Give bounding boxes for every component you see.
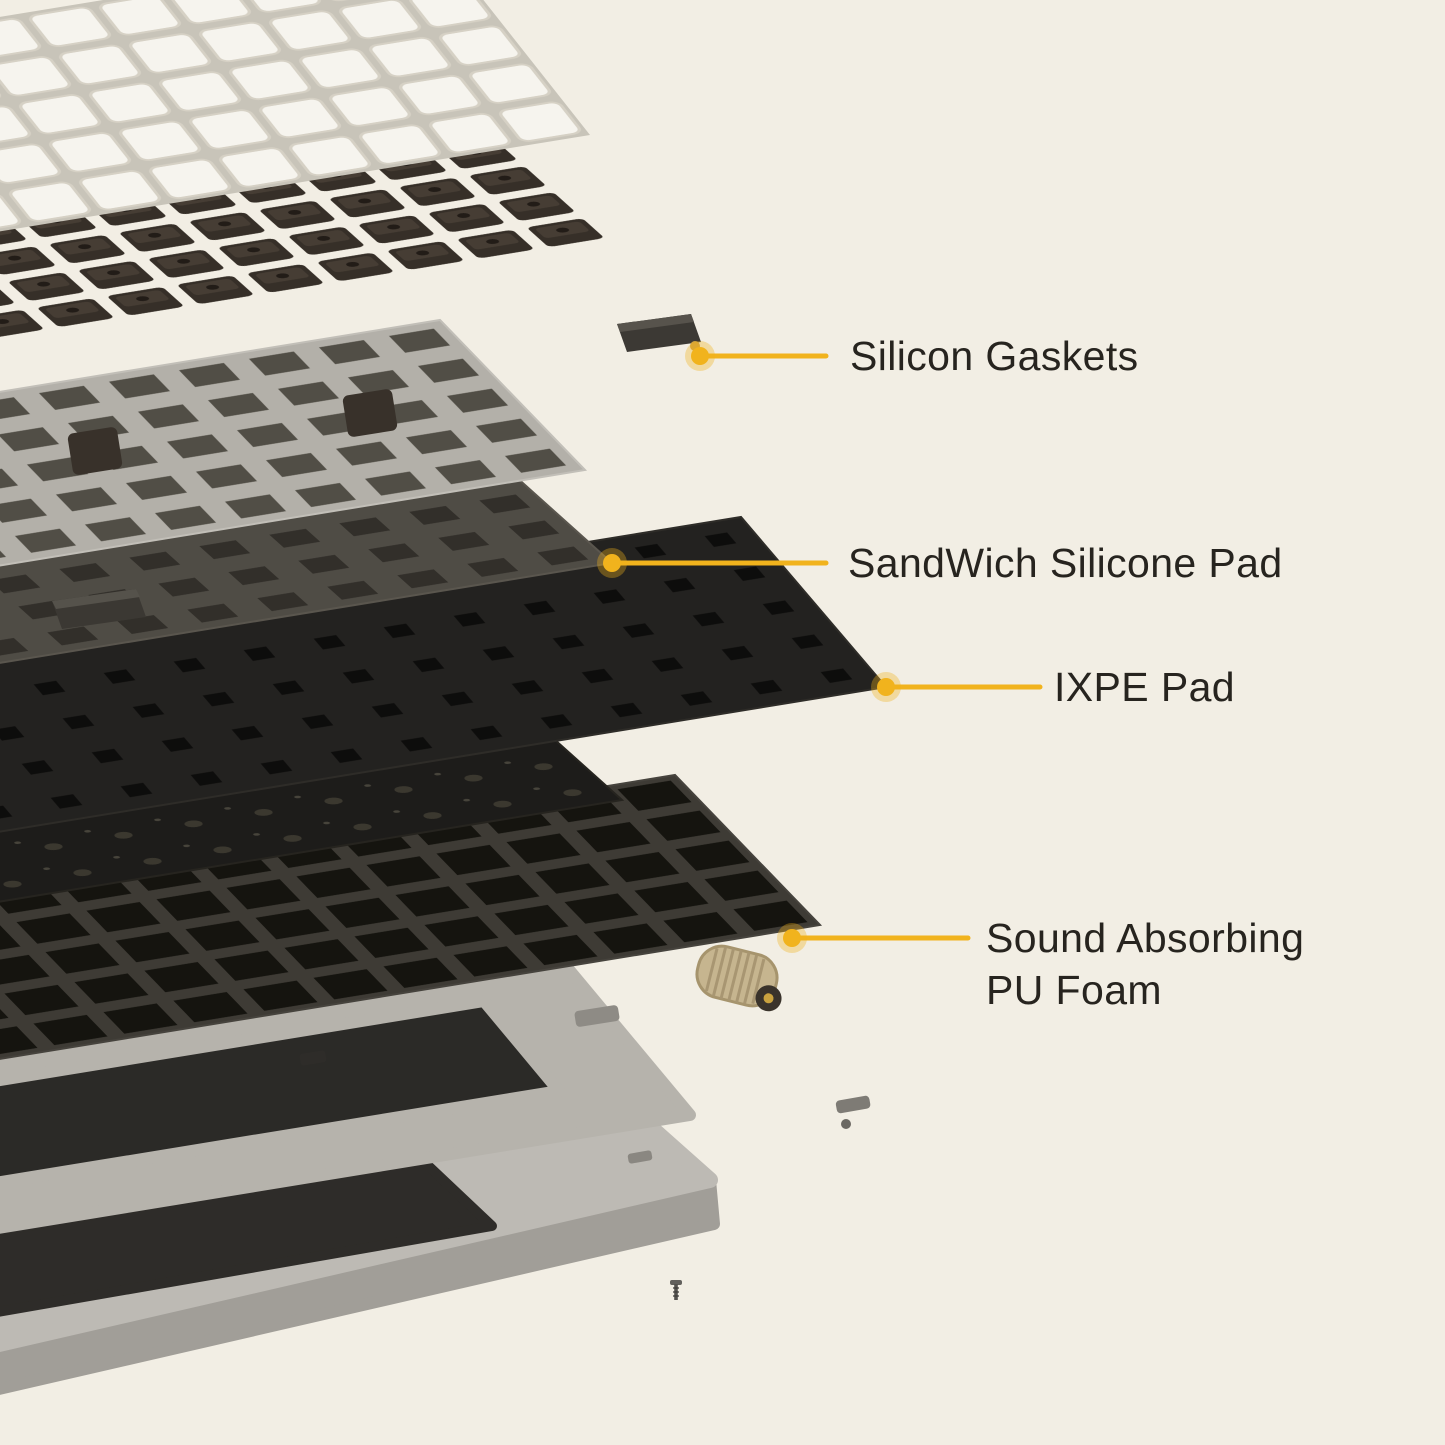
callout-silicon-gaskets	[685, 341, 829, 371]
callout-label-silicon-gaskets: Silicon Gaskets	[850, 333, 1139, 379]
silicon-gasket-piece	[617, 314, 701, 352]
stabilizer-part	[627, 1095, 871, 1164]
gasket-piece-left	[52, 589, 146, 629]
callout-label-sandwich-silicone-pad: SandWich Silicone Pad	[848, 540, 1283, 586]
plate-mounted-switch	[67, 427, 123, 475]
pu-foam-cylinder	[695, 944, 782, 1012]
mounting-plate-layer	[0, 318, 588, 567]
callout-dot	[603, 554, 621, 572]
frame-port	[299, 1050, 327, 1066]
callout-dot	[877, 678, 895, 696]
callout-sandwich-silicone-pad	[597, 548, 829, 578]
callout-pu-foam	[777, 923, 971, 953]
callout-dot	[691, 347, 709, 365]
callout-label-pu-foam: Sound Absorbing PU Foam	[986, 915, 1305, 1013]
plate-mounted-switch	[342, 389, 398, 437]
keycaps-layer	[0, 0, 590, 232]
frame-connector	[574, 1005, 620, 1027]
callout-ixpe-pad	[871, 672, 1043, 702]
screw	[670, 1280, 682, 1300]
callout-label-ixpe-pad: IXPE Pad	[1054, 664, 1235, 710]
callout-dot	[783, 929, 801, 947]
